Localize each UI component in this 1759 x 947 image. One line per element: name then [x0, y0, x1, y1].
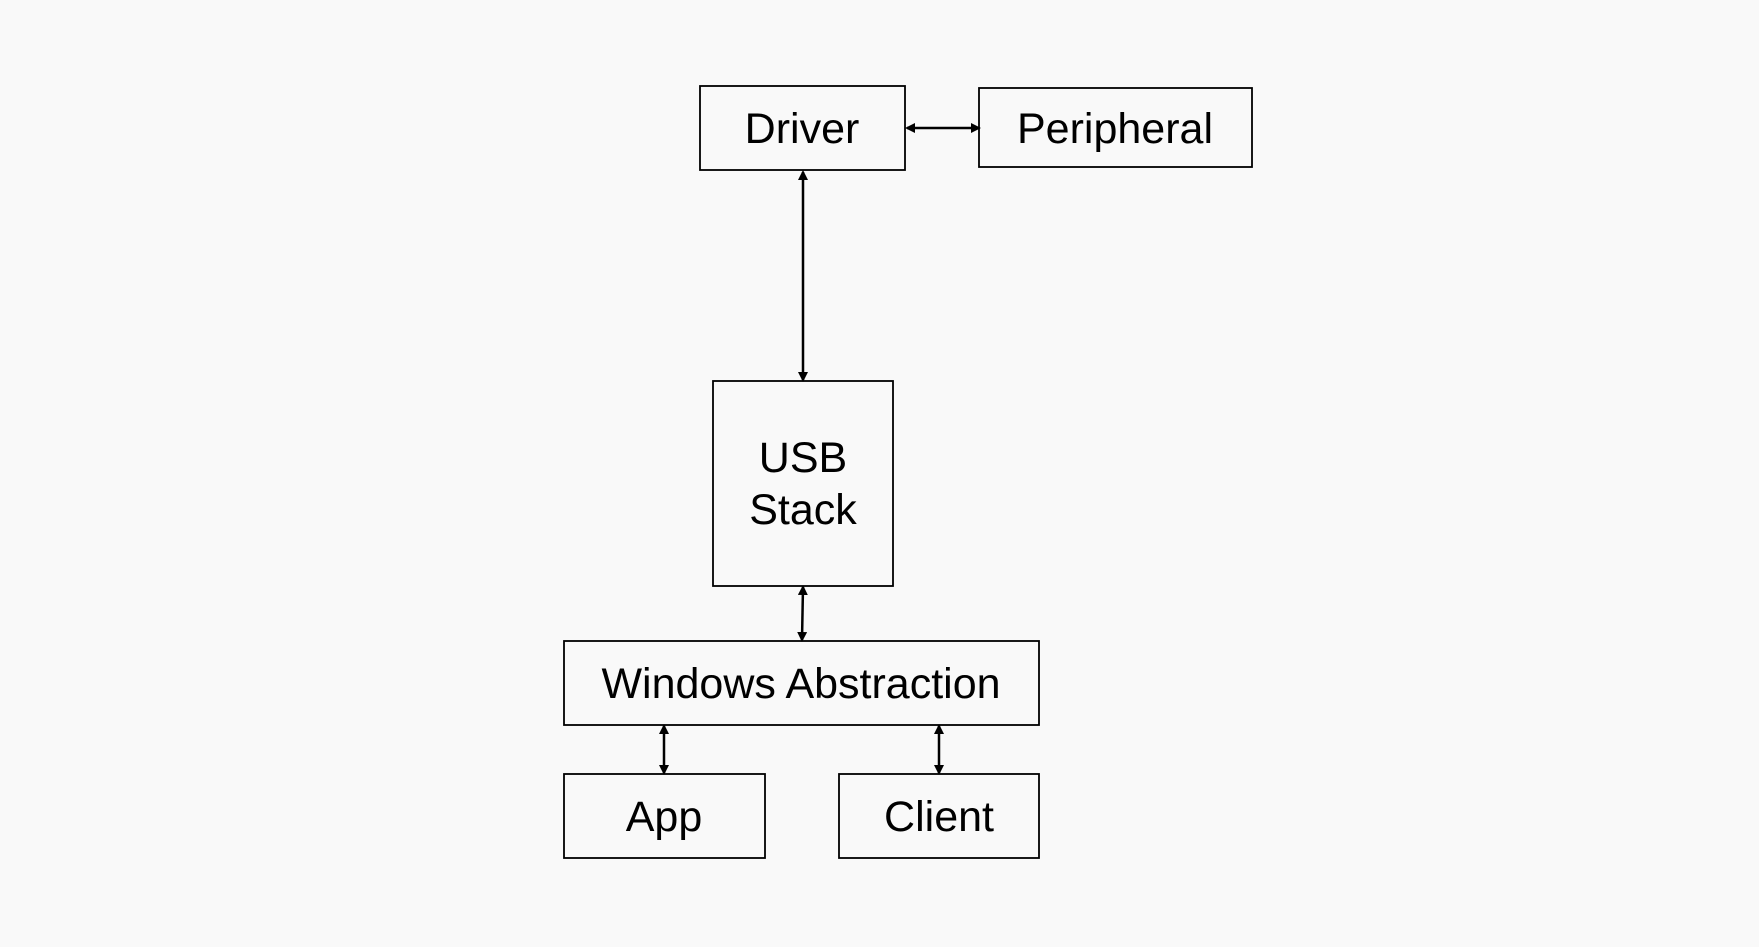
node-usb-stack-box	[712, 380, 894, 587]
node-driver: Driver	[699, 85, 906, 171]
node-windows-abstraction: Windows Abstraction	[563, 640, 1040, 726]
node-app: App	[563, 773, 766, 859]
node-windows-abstraction-label: Windows Abstraction	[601, 660, 1000, 708]
edge-usb-stack-windows-abstraction	[797, 585, 808, 642]
node-app-box	[563, 773, 766, 859]
node-app-label: App	[626, 793, 703, 841]
node-client-label: Client	[884, 793, 994, 841]
node-client: Client	[838, 773, 1040, 859]
node-client-box	[838, 773, 1040, 859]
node-windows-abstraction-box	[563, 640, 1040, 726]
node-peripheral-label: Peripheral	[1017, 105, 1213, 153]
node-usb-stack-label-line-1: USB	[759, 434, 847, 482]
node-peripheral-box	[978, 87, 1253, 168]
node-driver-label: Driver	[745, 105, 860, 153]
node-peripheral: Peripheral	[978, 87, 1253, 168]
edges	[659, 123, 981, 775]
node-usb-stack: USB Stack	[712, 380, 894, 587]
node-driver-box	[699, 85, 906, 171]
node-usb-stack-label-line-2: Stack	[749, 486, 857, 534]
